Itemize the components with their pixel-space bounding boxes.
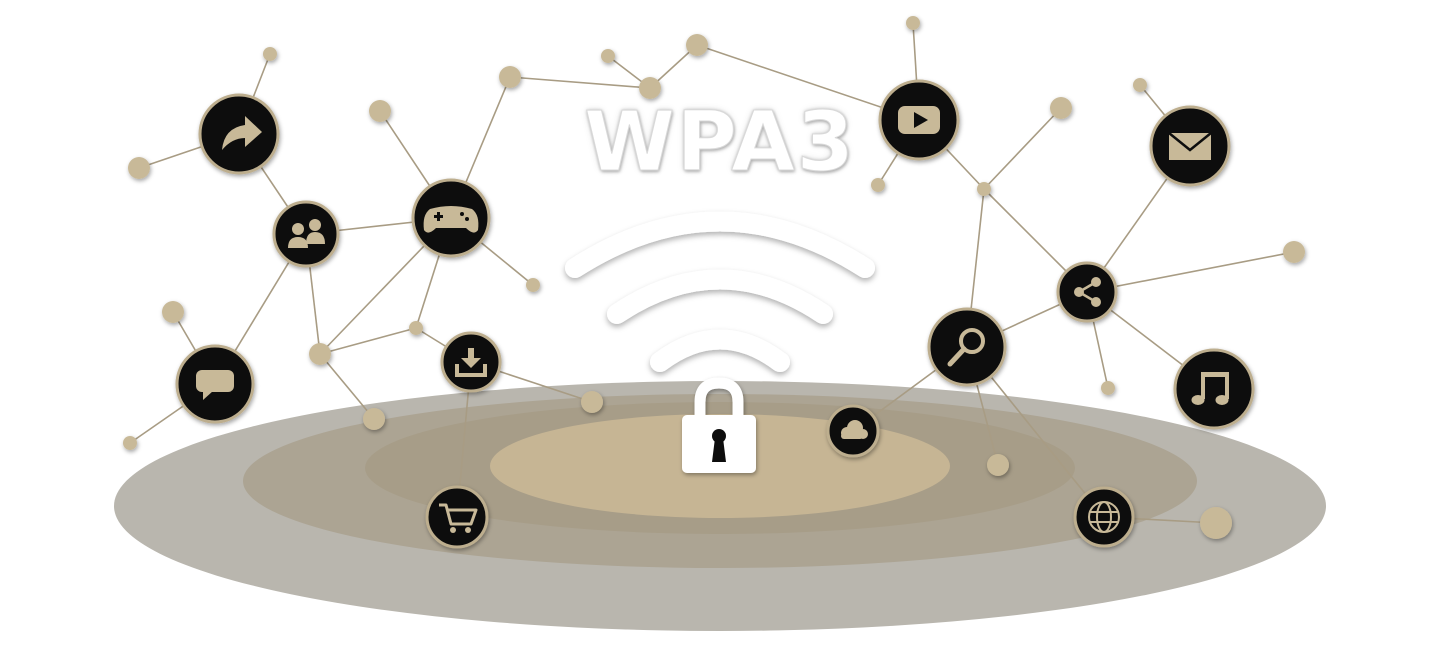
dot [977, 182, 991, 196]
dot [263, 47, 277, 61]
dot [369, 100, 391, 122]
dot [639, 77, 661, 99]
dot [601, 49, 615, 63]
share-arrow-node [198, 93, 280, 175]
cart-node [425, 485, 489, 549]
cloud-icon [841, 420, 868, 439]
padlock-icon [682, 377, 756, 473]
gamepad-node [411, 178, 491, 258]
mail-icon [1168, 132, 1212, 160]
users-node [272, 200, 340, 268]
music-note-icon [1191, 372, 1229, 405]
keyhole-slot [712, 438, 726, 462]
share-network-node [1056, 261, 1118, 323]
magnifier-icon [947, 328, 985, 367]
share-network-icon [1074, 277, 1101, 307]
chat-node [175, 344, 255, 424]
dot [123, 436, 137, 450]
dot [409, 321, 423, 335]
youtube-node [878, 79, 960, 161]
dot [581, 391, 603, 413]
dot [1133, 78, 1147, 92]
wifi-icon [565, 211, 875, 372]
dot [906, 16, 920, 30]
dot [499, 66, 521, 88]
dot [871, 178, 885, 192]
share-arrow-icon [222, 116, 262, 150]
dot [1283, 241, 1305, 263]
cloud-node [826, 404, 880, 458]
globe-node [1073, 486, 1135, 548]
dot [987, 454, 1009, 476]
wifi-arc-outer [565, 211, 875, 278]
search-node [927, 307, 1007, 387]
dot [1101, 381, 1115, 395]
youtube-play-icon [898, 106, 940, 134]
users-icon [288, 219, 325, 248]
icon-nodes [175, 79, 1255, 549]
chat-bubble-icon [196, 370, 234, 400]
dot [128, 157, 150, 179]
dot [1200, 507, 1232, 539]
gamepad-icon [423, 206, 479, 233]
dot [1050, 97, 1072, 119]
dot [162, 301, 184, 323]
dot [309, 343, 331, 365]
download-node [440, 331, 502, 393]
dot [363, 408, 385, 430]
globe-icon [1088, 501, 1120, 533]
download-icon [455, 348, 487, 377]
wifi-arc-inner [650, 329, 790, 372]
mail-node [1149, 105, 1231, 187]
music-node [1173, 348, 1255, 430]
shopping-cart-icon [439, 503, 478, 533]
wifi-arc-middle [607, 269, 833, 324]
dot [686, 34, 708, 56]
dot [526, 278, 540, 292]
connector-dots [123, 16, 1305, 539]
padlock-shackle [694, 377, 744, 420]
